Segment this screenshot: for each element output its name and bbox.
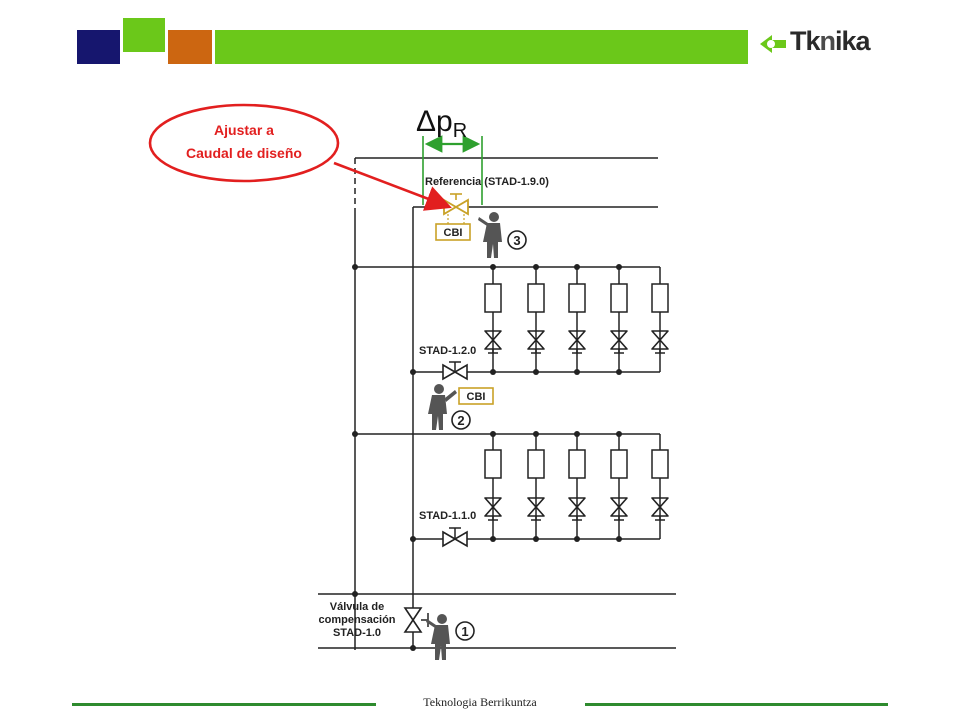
header-square-green-small (123, 18, 165, 52)
step-circle-3: 3 (507, 230, 527, 250)
callout-arrow (333, 161, 452, 211)
step-circle-2: 2 (451, 410, 471, 430)
footer-text: Teknologia Berrikuntza (423, 695, 537, 709)
cbi-box-top (435, 223, 471, 241)
branch-4 (610, 267, 628, 372)
radiator-branches-upper (484, 267, 669, 372)
header-square-orange (168, 30, 212, 64)
label-stad-1-2-0: STAD-1.2.0 (419, 345, 476, 357)
tknika-arrow-icon (760, 35, 786, 53)
valve-stad-1-0 (403, 607, 429, 633)
step-circle-1: 1 (455, 621, 475, 641)
label-valvula-line1: Válvula de (330, 601, 384, 613)
technician-3 (478, 212, 502, 258)
label-valvula-line3: STAD-1.0 (333, 627, 381, 639)
branch-1 (484, 267, 502, 372)
valve-stad-1-2-0 (442, 361, 468, 381)
cbi-box-mid (458, 387, 494, 405)
svg-text:3: 3 (513, 233, 520, 248)
label-referencia: Referencia (STAD-1.9.0) (425, 176, 549, 188)
branch-2 (527, 267, 545, 372)
svg-text:2: 2 (457, 413, 464, 428)
logo-wordmark: Tknika (790, 26, 871, 56)
footer-line-left (72, 703, 376, 706)
branch-4 (610, 434, 628, 539)
label-stad-1-1-0: STAD-1.1.0 (419, 510, 476, 522)
branch-2 (527, 434, 545, 539)
header-green-bar (215, 30, 748, 64)
branch-3 (568, 434, 586, 539)
branch-1 (484, 434, 502, 539)
header-square-navy (77, 30, 120, 64)
label-valvula-line2: compensación (318, 614, 395, 626)
valve-reference-stad-1-9-0 (443, 193, 469, 224)
technician-2 (428, 384, 457, 430)
callout-line2: Caudal de diseño (186, 145, 302, 161)
delta-pr-label: ΔpR (416, 105, 467, 142)
cbi-label-top: CBI (444, 227, 463, 239)
callout-line1: Ajustar a (214, 122, 274, 138)
branch-3 (568, 267, 586, 372)
footer-line-right (585, 703, 888, 706)
branch-5 (651, 283, 669, 354)
radiator-branches-lower (484, 434, 669, 539)
svg-text:1: 1 (461, 624, 468, 639)
technician-1 (426, 614, 450, 660)
cbi-label-mid: CBI (467, 391, 486, 403)
valve-stad-1-1-0 (442, 527, 468, 548)
callout-ellipse (148, 103, 340, 183)
branch-5 (651, 449, 669, 521)
